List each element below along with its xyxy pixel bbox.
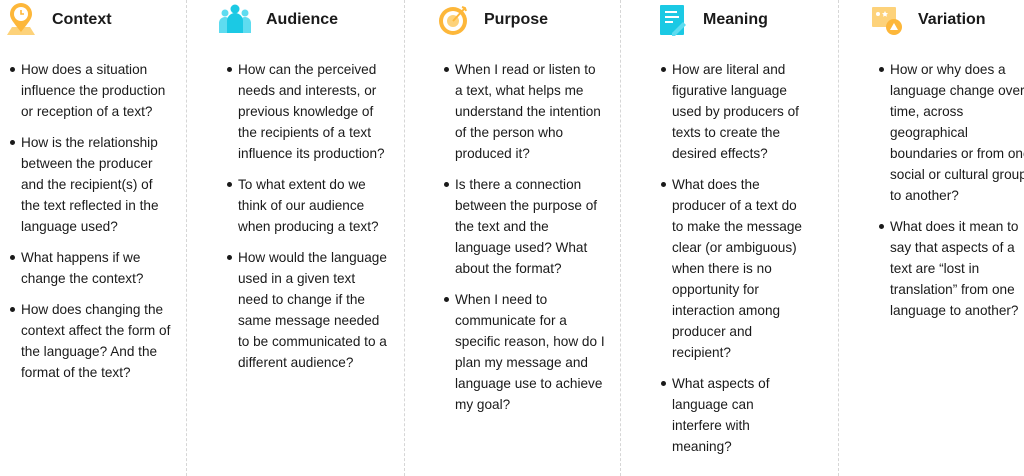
question-item: How is the relationship between the prod… [10, 132, 171, 237]
question-item: What aspects of language can interfere w… [661, 373, 804, 457]
chat-bubbles-icon [870, 3, 904, 37]
column-header: Context [4, 2, 112, 38]
question-list: How or why does a language change over t… [879, 59, 1024, 331]
column-divider [404, 0, 405, 476]
question-list: How can the perceived needs and interest… [227, 59, 388, 383]
column-header: Variation [870, 2, 986, 38]
column-divider [838, 0, 839, 476]
column-audience: Audience How can the perceived needs and… [218, 0, 398, 476]
question-item: How can the perceived needs and interest… [227, 59, 388, 164]
column-variation: Variation How or why does a language cha… [870, 0, 1024, 476]
question-list: How are literal and figurative language … [661, 59, 804, 467]
people-icon [218, 3, 252, 37]
column-purpose: Purpose When I read or listen to a text,… [436, 0, 616, 476]
question-item: How does a situation influence the produ… [10, 59, 171, 122]
question-item: When I read or listen to a text, what he… [444, 59, 605, 164]
column-divider [186, 0, 187, 476]
question-item: What happens if we change the context? [10, 247, 171, 289]
question-list: How does a situation influence the produ… [10, 59, 171, 393]
column-meaning: Meaning How are literal and figurative l… [655, 0, 835, 476]
question-item: How does changing the context affect the… [10, 299, 171, 383]
target-icon [436, 3, 470, 37]
column-header: Meaning [655, 2, 768, 38]
location-clock-icon [4, 3, 38, 37]
document-pencil-icon [655, 3, 689, 37]
question-item: What does the producer of a text do to m… [661, 174, 804, 363]
column-header: Purpose [436, 2, 548, 38]
column-title: Meaning [703, 11, 768, 28]
column-context: Context How does a situation influence t… [4, 0, 184, 476]
column-header: Audience [218, 2, 338, 38]
question-item: Is there a connection between the purpos… [444, 174, 605, 279]
question-item: When I need to communicate for a specifi… [444, 289, 605, 415]
question-item: How or why does a language change over t… [879, 59, 1024, 206]
question-list: When I read or listen to a text, what he… [444, 59, 605, 425]
question-item: How would the language used in a given t… [227, 247, 388, 373]
column-title: Purpose [484, 11, 549, 28]
column-title: Variation [918, 11, 986, 28]
question-item: To what extent do we think of our audien… [227, 174, 388, 237]
column-divider [620, 0, 621, 476]
column-title: Context [52, 11, 112, 28]
column-title: Audience [266, 11, 339, 28]
question-item: How are literal and figurative language … [661, 59, 804, 164]
question-item: What does it mean to say that aspects of… [879, 216, 1024, 321]
